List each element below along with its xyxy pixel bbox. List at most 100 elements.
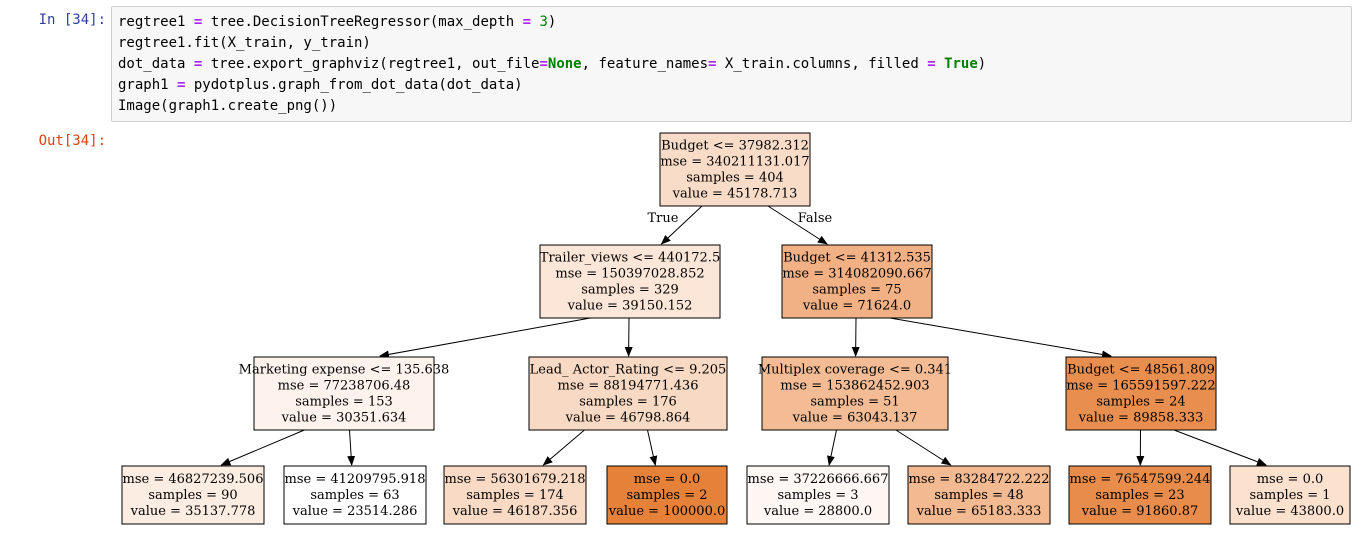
edge-label-false: False (798, 211, 833, 226)
code-line: regtree1 = tree.DecisionTreeRegressor(ma… (118, 12, 1345, 33)
tree-node-text: samples = 63 (310, 488, 399, 503)
tree-node-text: mse = 88194771.436 (558, 379, 699, 394)
code-token: True (944, 56, 978, 72)
code-line: Image(graph1.create_png()) (118, 96, 1345, 117)
tree-node-text: mse = 314082090.667 (782, 267, 931, 282)
tree-node-text: value = 71624.0 (802, 299, 911, 314)
tree-node-text: samples = 153 (295, 395, 393, 410)
tree-node-text: value = 46187.356 (452, 504, 578, 519)
tree-node-text: samples = 174 (466, 488, 564, 503)
tree-edge-n5-l6 (896, 430, 951, 465)
code-token: regtree1.fit(X_train, y_train) (118, 35, 371, 51)
tree-node-text: mse = 0.0 (1257, 472, 1324, 487)
tree-node-text: samples = 329 (581, 283, 679, 298)
tree-node-text: mse = 46827239.506 (123, 472, 264, 487)
tree-node-text: value = 23514.286 (292, 504, 418, 519)
tree-node-text: Marketing expense <= 135.638 (239, 363, 450, 378)
tree-node-text: Budget <= 48561.809 (1067, 363, 1215, 378)
tree-node-text: mse = 77238706.48 (278, 379, 411, 394)
tree-edge-n4-l4 (648, 430, 656, 465)
tree-node-text: samples = 75 (812, 283, 901, 298)
code-token (936, 56, 944, 72)
code-token: graph1 (118, 77, 177, 93)
input-prompt: In [34]: (0, 12, 106, 28)
tree-node-text: samples = 176 (579, 395, 677, 410)
code-token: 3 (539, 14, 547, 30)
code-token: X_train.columns, filled (716, 56, 927, 72)
tree-edge-n3-l1 (221, 430, 304, 465)
tree-node-text: value = 45178.713 (672, 187, 798, 202)
tree-node-text: mse = 165591597.222 (1066, 379, 1215, 394)
code-token: tree.export_graphviz(regtree1, out_file (202, 56, 539, 72)
code-input-cell[interactable]: regtree1 = tree.DecisionTreeRegressor(ma… (111, 6, 1352, 122)
tree-node-text: mse = 150397028.852 (555, 267, 704, 282)
tree-node-text: value = 43800.0 (1235, 504, 1344, 519)
tree-node-text: samples = 2 (626, 488, 707, 503)
code-line: graph1 = pydotplus.graph_from_dot_data(d… (118, 75, 1345, 96)
code-token: Image(graph1.create_png()) (118, 98, 337, 114)
tree-node-text: Budget <= 37982.312 (661, 139, 809, 154)
tree-node-text: value = 100000.0 (608, 504, 726, 519)
tree-node-text: samples = 24 (1096, 395, 1185, 410)
tree-node-text: samples = 3 (777, 488, 858, 503)
tree-node-text: value = 28800.0 (763, 504, 872, 519)
tree-node-text: value = 91860.87 (1081, 504, 1199, 519)
tree-node-text: value = 65183.333 (916, 504, 1042, 519)
tree-node-text: mse = 76547599.244 (1070, 472, 1211, 487)
tree-node-text: Trailer_views <= 440172.5 (540, 251, 720, 266)
edge-label-true: True (648, 211, 679, 226)
tree-edge-n5-l5 (829, 430, 836, 465)
tree-node-text: Lead_ Actor_Rating <= 9.205 (530, 363, 727, 378)
code-token: dot_data (118, 56, 194, 72)
tree-node-text: value = 89858.333 (1078, 411, 1204, 426)
tree-node-text: Multiplex coverage <= 0.341 (758, 363, 952, 378)
tree-node-text: samples = 90 (148, 488, 237, 503)
code-token: pydotplus.graph_from_dot_data(dot_data) (185, 77, 522, 93)
tree-node-text: value = 46798.864 (565, 411, 691, 426)
code-token: tree.DecisionTreeRegressor(max_depth (202, 14, 522, 30)
tree-node-text: value = 30351.634 (281, 411, 407, 426)
tree-node-text: samples = 48 (934, 488, 1023, 503)
tree-edge-n2-n6 (890, 318, 1111, 356)
tree-node-text: samples = 23 (1095, 488, 1184, 503)
code-line: dot_data = tree.export_graphviz(regtree1… (118, 54, 1345, 75)
code-token: ) (548, 14, 556, 30)
code-token: = (927, 56, 935, 72)
code-token: ) (978, 56, 986, 72)
code-token: = (539, 56, 547, 72)
tree-edge-n6-l8 (1174, 430, 1266, 465)
code-line: regtree1.fit(X_train, y_train) (118, 33, 1345, 54)
tree-node-text: mse = 37226666.667 (748, 472, 889, 487)
tree-node-text: mse = 41209795.918 (285, 472, 426, 487)
tree-node-text: samples = 51 (810, 395, 899, 410)
tree-node-text: samples = 404 (686, 171, 784, 186)
output-prompt: Out[34]: (0, 133, 106, 149)
tree-edge-n1-n3 (380, 318, 590, 356)
tree-node-text: mse = 83284722.222 (909, 472, 1050, 487)
code-token: None (548, 56, 582, 72)
tree-node-text: value = 39150.152 (567, 299, 693, 314)
code-token: , feature_names (582, 56, 708, 72)
code-token: regtree1 (118, 14, 194, 30)
tree-node-text: value = 35137.778 (130, 504, 256, 519)
tree-edge-n3-l2 (350, 430, 352, 465)
tree-node-text: mse = 56301679.218 (445, 472, 586, 487)
tree-node-text: mse = 153862452.903 (780, 379, 929, 394)
